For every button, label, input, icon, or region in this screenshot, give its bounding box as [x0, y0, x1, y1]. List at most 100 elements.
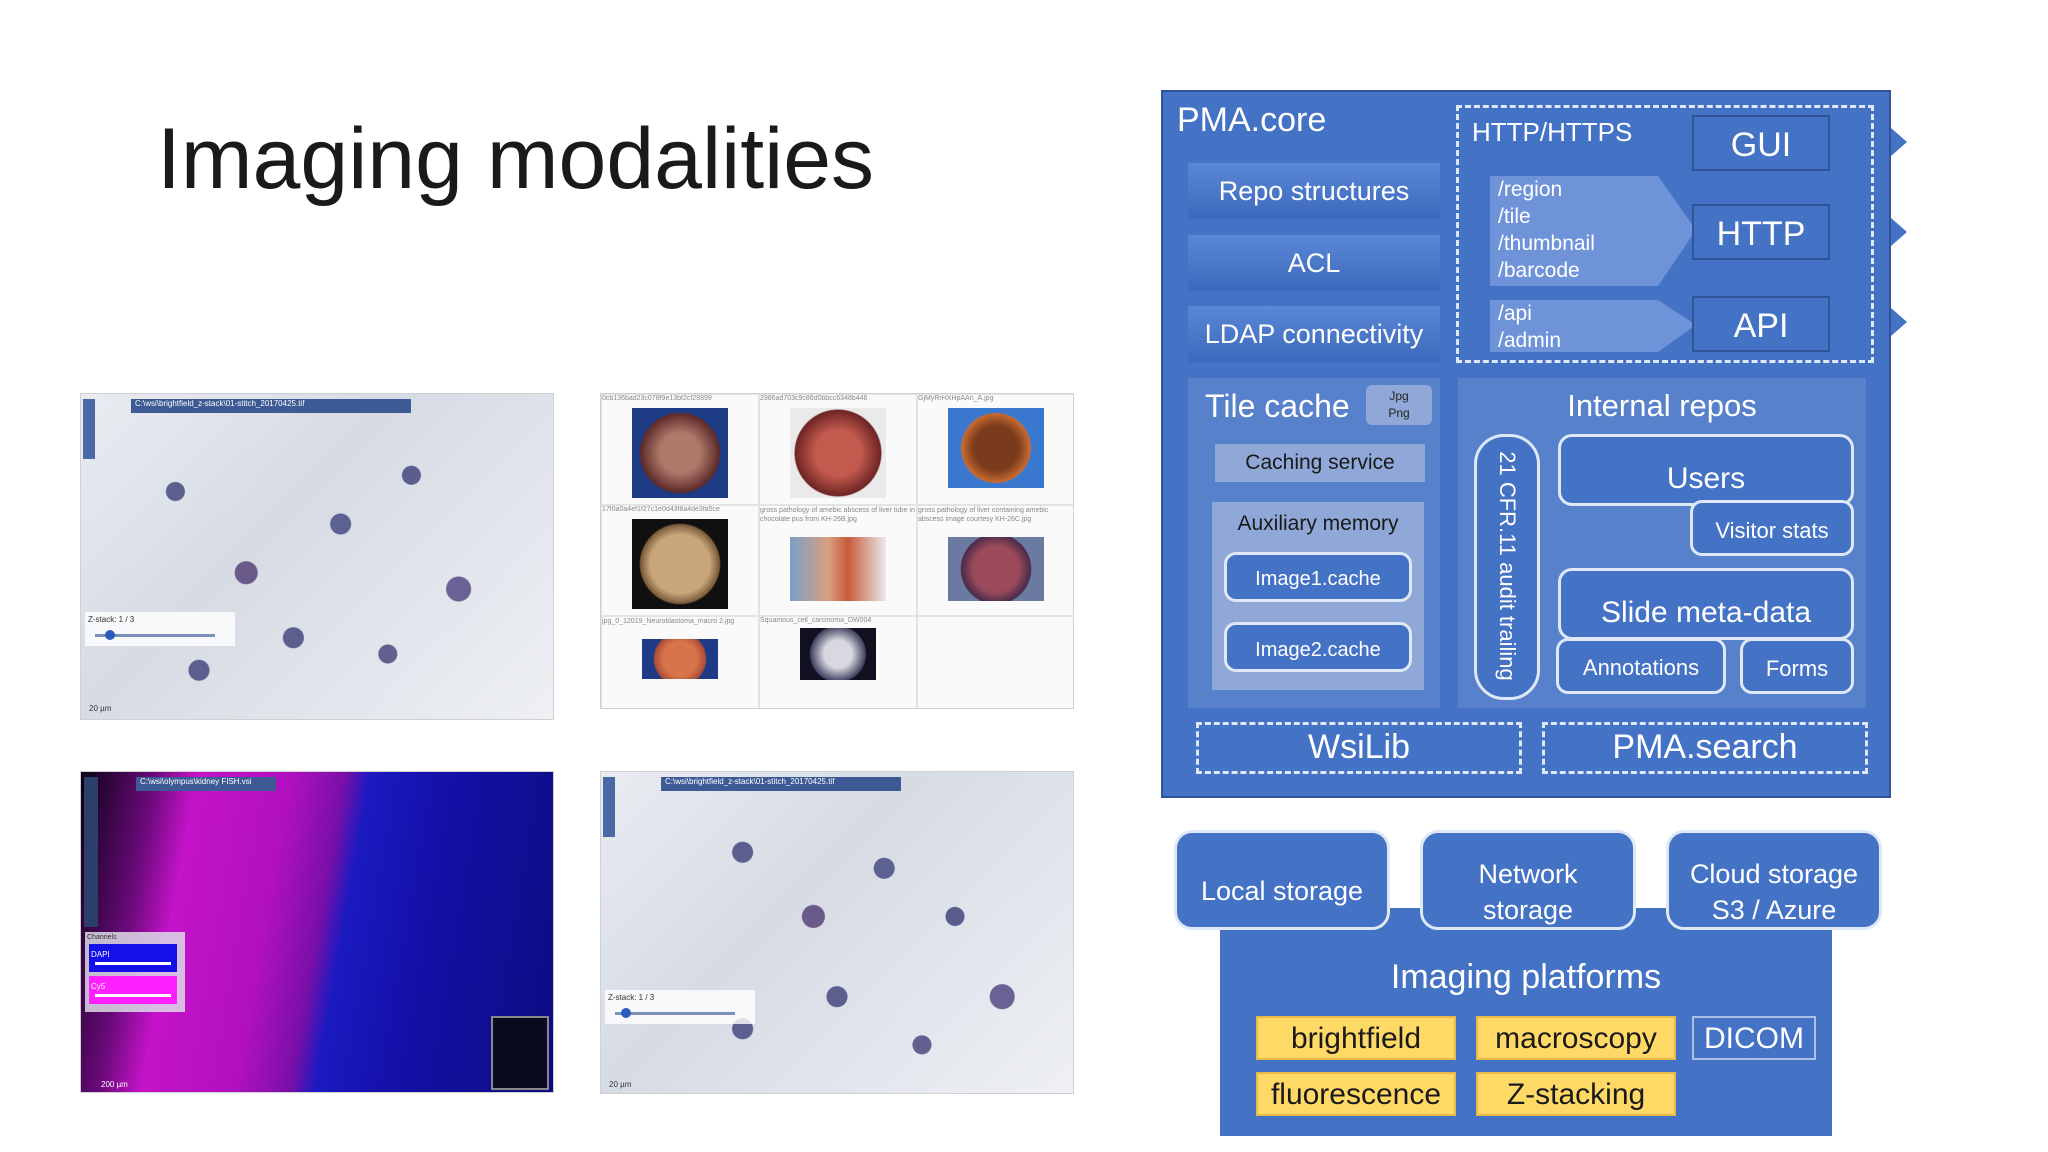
gallery-cell[interactable]: 2986ad703c9c86d0bbcc6348b446 — [759, 394, 917, 505]
platform-z-stacking: Z-stacking — [1476, 1072, 1676, 1116]
http-output-box: HTTP — [1692, 204, 1830, 260]
network-storage-label: Network storage — [1478, 859, 1578, 925]
z-stack-label: Z-stack: 1 / 3 — [608, 993, 655, 1002]
gallery-caption: 2986ad703c9c86d0bbcc6348b446 — [760, 395, 868, 402]
format-jpg: Jpg — [1389, 389, 1409, 403]
gallery-cell[interactable]: Squamous_cell_carcinoma_DW004 — [759, 616, 917, 708]
brightfield-viewer-screenshot: C:\wsi\brightfield_z-stack\01-stitch_201… — [80, 393, 554, 720]
fluorescence-viewer-screenshot: C:\wsi\olympus\kidney FISH.vsi Channels … — [80, 771, 554, 1093]
routes-arrow-1 — [1490, 176, 1696, 286]
http-https-title: HTTP/HTTPS — [1472, 117, 1633, 147]
zoom-toolbar[interactable] — [83, 399, 95, 459]
annotations-label: Annotations — [1582, 655, 1700, 680]
imaging-platforms-title: Imaging platforms — [1390, 958, 1662, 996]
gallery-thumbnail[interactable] — [948, 537, 1044, 601]
viewer-path-bar: C:\wsi\brightfield_z-stack\01-stitch_201… — [661, 777, 901, 791]
pma-core-title: PMA.core — [1177, 101, 1327, 139]
network-storage-cylinder — [1420, 830, 1636, 930]
gallery-thumbnail[interactable] — [800, 628, 876, 680]
wsilib-box — [1196, 722, 1522, 774]
ldap-connectivity-box: LDAP connectivity — [1188, 306, 1440, 362]
visitor-stats-label: Visitor stats — [1715, 518, 1829, 543]
zoom-toolbar[interactable] — [603, 777, 615, 837]
image1-cache-cylinder — [1224, 552, 1412, 602]
overview-minimap[interactable] — [491, 1016, 549, 1090]
gallery-cell[interactable]: 17f0a0a4ef1f27c1e0d43f8a4de3fa5ce — [601, 505, 759, 616]
gallery-thumbnail[interactable] — [790, 408, 886, 498]
z-stack-slider-handle[interactable] — [621, 1008, 631, 1018]
forms-label: Forms — [1765, 656, 1829, 681]
wsilib-label: WsiLib — [1307, 728, 1411, 766]
visitor-stats-cylinder — [1690, 500, 1854, 556]
z-stack-panel[interactable]: Z-stack: 1 / 3 — [605, 990, 755, 1024]
gallery-cell[interactable]: jpg_0_12019_Neuroblastoma_macro 2.jpg — [601, 616, 759, 708]
channel-cy5[interactable]: Cy5 — [89, 976, 177, 1004]
channels-panel[interactable]: Channels DAPI Cy5 — [85, 932, 185, 1012]
gallery-caption: gross pathology of liver containing ameb… — [918, 507, 1049, 523]
image2-cache-label: Image2.cache — [1255, 639, 1381, 661]
platform-brightfield: brightfield — [1256, 1016, 1456, 1060]
gallery-caption: GjMyRrHXHpAAn_A.jpg — [918, 395, 994, 402]
http-https-region — [1456, 105, 1874, 363]
gallery-caption: Squamous_cell_carcinoma_DW004 — [760, 617, 872, 624]
gallery-thumbnail[interactable] — [632, 519, 728, 609]
macroscopy-gallery-screenshot: 0cb136bad23c078f9e13bf2cf28899 2986ad703… — [600, 393, 1074, 709]
route-region: /region — [1498, 178, 1563, 201]
users-label: Users — [1666, 462, 1746, 495]
gallery-caption: gross pathology of amebic abscess of liv… — [760, 507, 915, 523]
gallery-cell[interactable]: 0cb136bad23c078f9e13bf2cf28899 — [601, 394, 759, 505]
users-cylinder — [1558, 434, 1854, 506]
gallery-thumbnail[interactable] — [642, 639, 718, 679]
route-arrows — [1490, 176, 1696, 352]
routes-arrow-2 — [1490, 300, 1696, 352]
route-barcode: /barcode — [1498, 259, 1580, 282]
auxiliary-memory-label: Auxiliary memory — [1237, 512, 1399, 535]
gallery-grid: 0cb136bad23c078f9e13bf2cf28899 2986ad703… — [601, 394, 1073, 708]
caching-service-box: Caching service — [1215, 444, 1425, 482]
slide-title: Imaging modalities — [157, 111, 875, 207]
gallery-thumbnail[interactable] — [790, 537, 886, 601]
viewer-path-bar: C:\wsi\olympus\kidney FISH.vsi — [136, 777, 276, 791]
acl-box: ACL — [1188, 235, 1440, 291]
gallery-caption: jpg_0_12019_Neuroblastoma_macro 2.jpg — [602, 618, 735, 625]
z-stack-slider[interactable] — [615, 1012, 735, 1015]
pma-search-label: PMA.search — [1612, 728, 1798, 766]
channel-cy5-label: Cy5 — [91, 982, 106, 991]
audit-trail-cylinder — [1474, 434, 1540, 700]
gallery-caption: 17f0a0a4ef1f27c1e0d43f8a4de3fa5ce — [602, 506, 720, 513]
z-stack-panel[interactable]: Z-stack: 1 / 3 — [85, 612, 235, 646]
route-tile: /tile — [1498, 205, 1531, 228]
scale-bar: 20 µm — [89, 704, 112, 713]
gallery-cell[interactable]: gross pathology of liver containing ameb… — [917, 505, 1073, 616]
gallery-cell[interactable]: GjMyRrHXHpAAn_A.jpg — [917, 394, 1073, 505]
api-arrow-icon — [1891, 308, 1907, 336]
api-output-box: API — [1692, 296, 1830, 352]
platform-dicom: DICOM — [1692, 1016, 1816, 1060]
image2-cache-cylinder — [1224, 622, 1412, 672]
z-stack-viewer-screenshot: C:\wsi\brightfield_z-stack\01-stitch_201… — [600, 771, 1074, 1094]
channel-dapi[interactable]: DAPI — [89, 944, 177, 972]
channel-cy5-slider[interactable] — [95, 994, 171, 997]
gallery-cell[interactable]: gross pathology of amebic abscess of liv… — [759, 505, 917, 616]
z-stack-label: Z-stack: 1 / 3 — [88, 615, 135, 624]
platform-fluorescence: fluorescence — [1256, 1072, 1456, 1116]
tile-cache-title: Tile cache — [1205, 388, 1350, 424]
scale-bar: 20 µm — [609, 1080, 632, 1089]
format-png: Png — [1388, 406, 1410, 420]
z-stack-slider-handle[interactable] — [105, 630, 115, 640]
z-stack-slider[interactable] — [95, 634, 215, 637]
repo-structures-box: Repo structures — [1188, 163, 1440, 219]
platform-macroscopy: macroscopy — [1476, 1016, 1676, 1060]
zoom-toolbar[interactable] — [84, 777, 98, 927]
gallery-thumbnail[interactable] — [632, 408, 728, 498]
slide-metadata-label: Slide meta-data — [1600, 596, 1812, 629]
local-storage-cylinder — [1174, 830, 1390, 930]
http-arrow-icon — [1891, 218, 1907, 246]
route-thumbnail: /thumbnail — [1498, 232, 1595, 255]
pma-search-box — [1542, 722, 1868, 774]
channel-dapi-slider[interactable] — [95, 962, 171, 965]
gallery-cell — [917, 616, 1073, 708]
audit-trail-label: 21 CFR.11 audit trailing — [1495, 451, 1520, 681]
gallery-thumbnail[interactable] — [948, 408, 1044, 488]
local-storage-label: Local storage — [1200, 876, 1364, 906]
